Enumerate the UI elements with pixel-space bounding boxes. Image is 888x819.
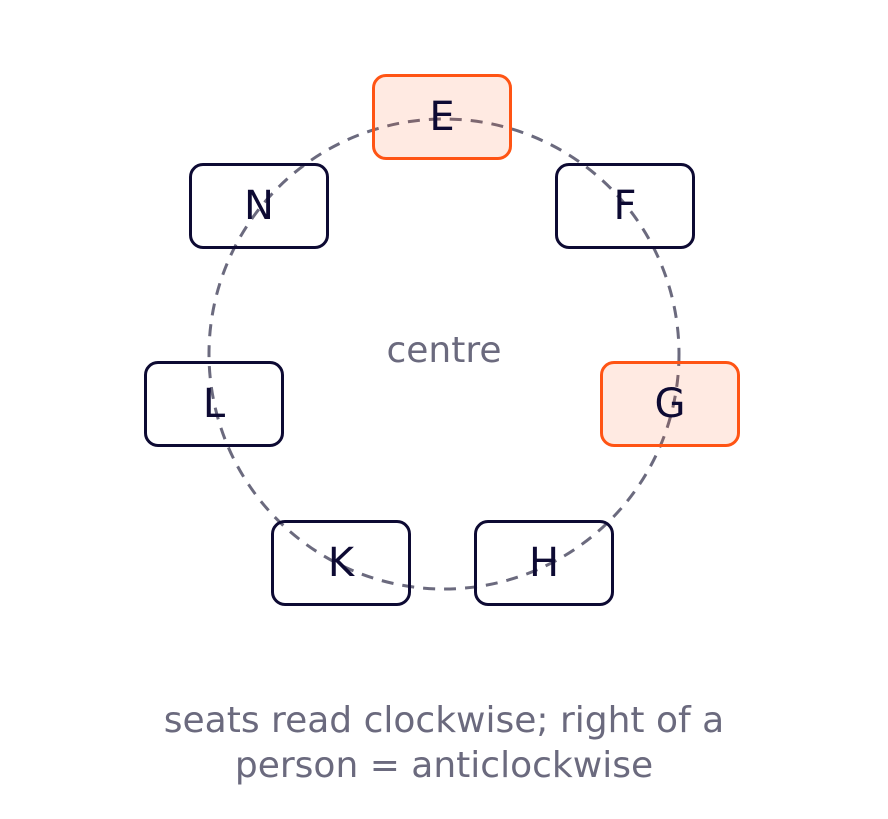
caption-line-2: person = anticlockwise [234, 745, 654, 786]
seat-h: H [474, 520, 614, 606]
seat-k-label: K [327, 540, 355, 586]
seat-h-label: H [528, 540, 560, 586]
seat-g: G [600, 361, 740, 447]
seat-e: E [372, 74, 512, 160]
seat-f: F [555, 163, 695, 249]
seat-n: N [189, 163, 329, 249]
centre-label: centre [386, 330, 502, 371]
seat-n-label: N [244, 183, 274, 229]
seat-f-label: F [613, 183, 637, 229]
seat-l-label: L [202, 381, 226, 427]
seat-e-label: E [429, 94, 455, 140]
seat-l: L [144, 361, 284, 447]
seating-circle-path [207, 117, 681, 591]
caption-line-1: seats read clockwise; right of a [163, 700, 725, 741]
seat-g-label: G [654, 381, 686, 427]
seat-k: K [271, 520, 411, 606]
caption: seats read clockwise; right of a person … [44, 698, 844, 788]
